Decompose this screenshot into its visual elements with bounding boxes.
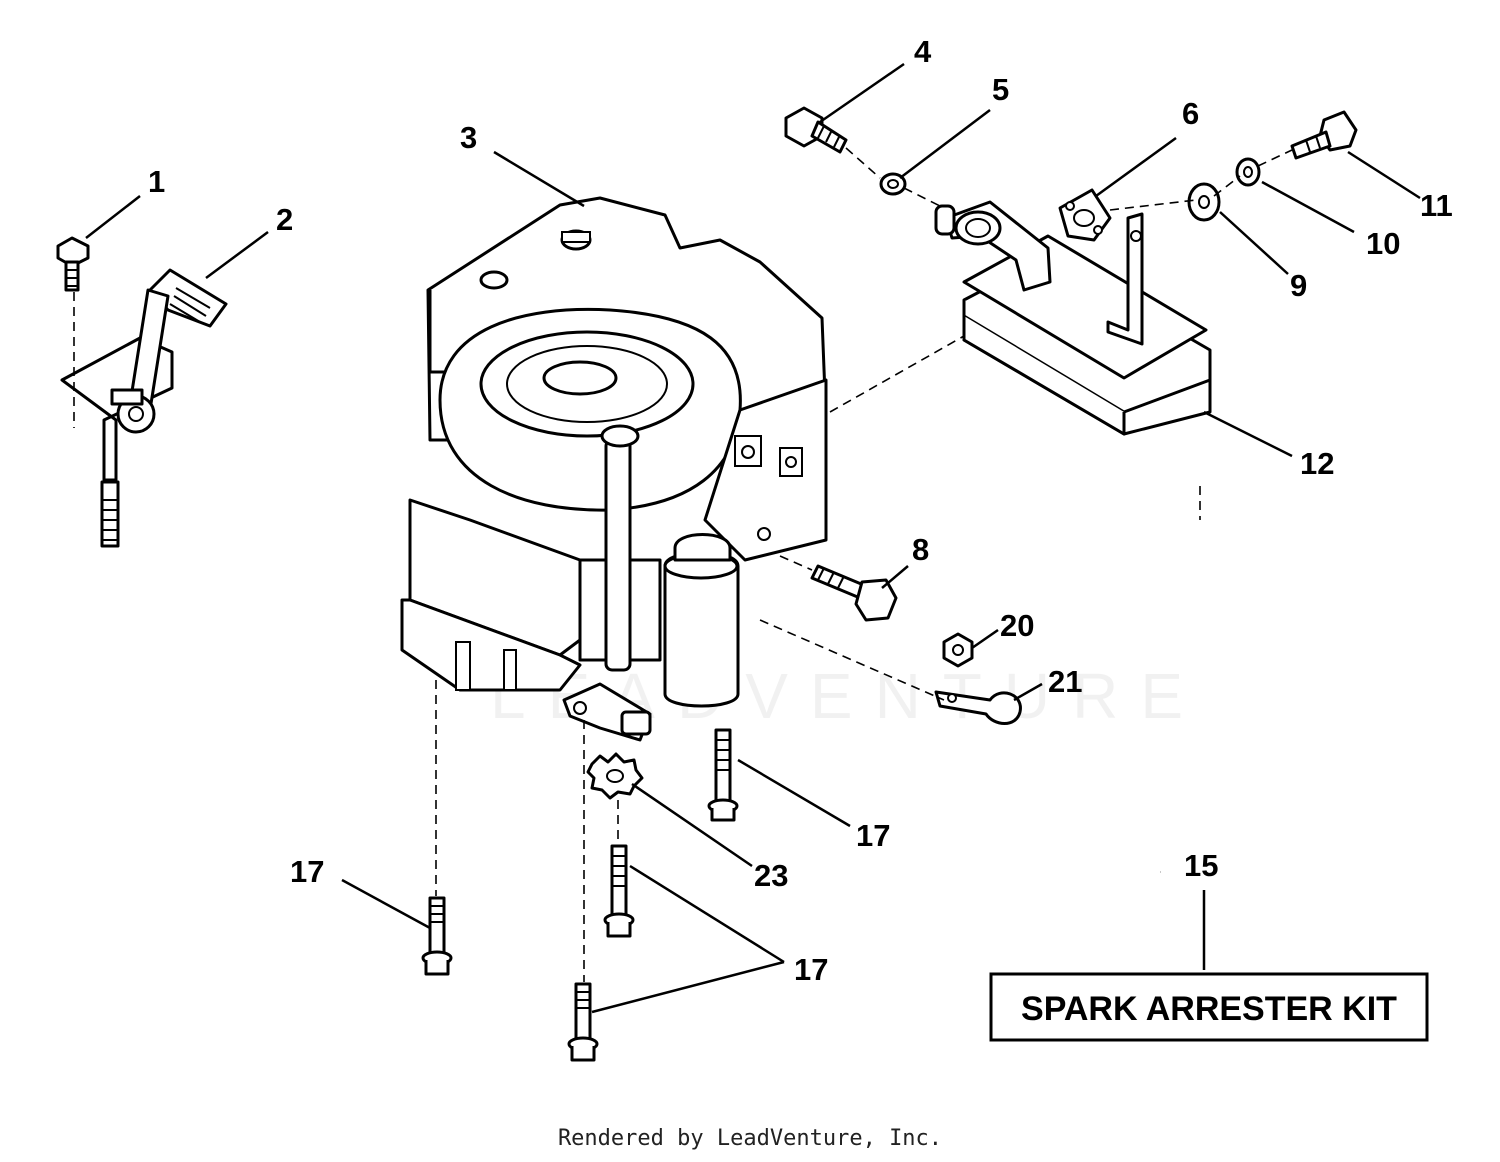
bracket-screw (100, 480, 120, 548)
callout-8: 8 (912, 532, 929, 567)
callout-17-b: 17 (290, 854, 324, 889)
assembly-lines (73, 147, 1293, 982)
bolt-4 (784, 106, 848, 154)
callout-3: 3 (460, 120, 477, 155)
screw-17-c (603, 844, 635, 938)
footer-credit: Rendered by LeadVenture, Inc. (557, 1126, 943, 1151)
callout-6: 6 (1182, 96, 1199, 131)
callout-2: 2 (276, 202, 293, 237)
callout-4: 4 (914, 34, 932, 69)
gasket-6 (1058, 188, 1112, 242)
callout-5: 5 (992, 72, 1009, 107)
callout-23: 23 (754, 858, 788, 893)
nut-20 (942, 632, 974, 668)
callout-20: 20 (1000, 608, 1034, 643)
spark-arrester-kit-label: SPARK ARRESTER KIT (1021, 990, 1397, 1028)
leader-lines (85, 62, 1421, 1014)
lock-washer-23 (586, 752, 644, 800)
lock-washer-10 (1235, 157, 1261, 187)
washer-9 (1187, 182, 1221, 222)
clamp-21 (934, 690, 1022, 725)
bolt-8 (810, 564, 898, 622)
spark-arrester-kit-box: SPARK ARRESTER KIT (989, 972, 1429, 1042)
callout-9: 9 (1290, 268, 1307, 303)
engine-block (400, 196, 828, 742)
callout-numbers: 1 2 3 4 5 6 8 9 10 11 12 15 17 17 17 20 … (148, 34, 1453, 987)
callout-12: 12 (1300, 446, 1334, 481)
callout-1: 1 (148, 164, 165, 199)
bolt-1 (56, 236, 90, 292)
screw-17-a (707, 728, 739, 822)
washer-5 (879, 172, 907, 196)
screw-17-b (421, 896, 453, 976)
callout-17-a: 17 (856, 818, 890, 853)
callout-10: 10 (1366, 226, 1400, 261)
throttle-control-bracket (60, 268, 228, 482)
callout-17-c: 17 (794, 952, 828, 987)
muffler (934, 200, 1212, 436)
callout-21: 21 (1048, 664, 1082, 699)
callout-15: 15 (1184, 848, 1218, 883)
bolt-11 (1290, 110, 1358, 160)
screw-17-d (567, 982, 599, 1062)
callout-11: 11 (1420, 188, 1453, 223)
